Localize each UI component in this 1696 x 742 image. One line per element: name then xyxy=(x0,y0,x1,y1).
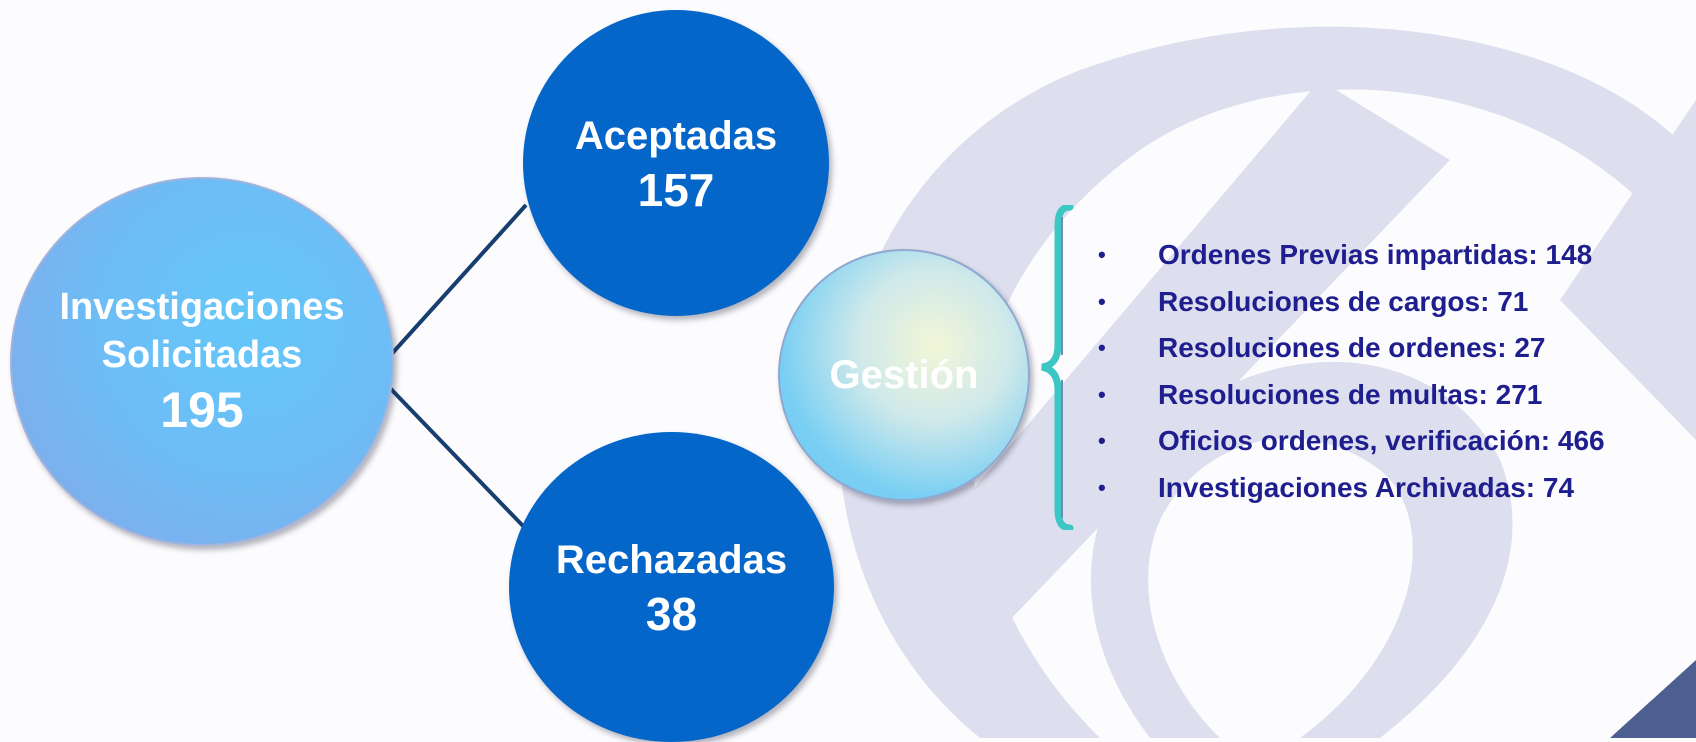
connector-line-rejected xyxy=(386,384,526,529)
node-label-line2: Solicitadas xyxy=(101,333,303,376)
bullet: • xyxy=(1098,288,1106,314)
bullet: • xyxy=(1098,242,1106,267)
list-item-text: Resoluciones de ordenes: 27 xyxy=(1158,332,1546,363)
node-rechazadas: Rechazadas 38 xyxy=(509,432,834,742)
list-item: • Resoluciones de ordenes: 27 xyxy=(1098,325,1605,372)
node-value: 38 xyxy=(645,588,698,640)
bullet: • xyxy=(1098,474,1106,500)
node-aceptadas: Aceptadas 157 xyxy=(523,10,829,316)
list-item: • Resoluciones de cargos: 71 xyxy=(1098,279,1605,326)
curly-brace xyxy=(1041,205,1074,530)
connector-line-accepted xyxy=(386,203,528,360)
node-label-line1: Investigaciones xyxy=(59,285,345,328)
list-item-text: Ordenes Previas impartidas: 148 xyxy=(1158,239,1593,270)
bullet: • xyxy=(1098,335,1106,360)
list-item: • Investigaciones Archivadas: 74 xyxy=(1098,465,1605,512)
node-investigaciones-solicitadas: Investigaciones Solicitadas 195 xyxy=(10,177,394,546)
list-item-text: Resoluciones de multas: 271 xyxy=(1158,378,1543,410)
list-item-text: Investigaciones Archivadas: 74 xyxy=(1158,471,1575,503)
list-item: • Resoluciones de multas: 271 xyxy=(1098,372,1605,419)
results-list: • Ordenes Previas impartidas: 148 • Resolu… xyxy=(1098,232,1605,511)
list-item: • Ordenes Previas impartidas: 148 xyxy=(1098,232,1605,279)
bullet: • xyxy=(1098,381,1106,407)
node-gestion: Gestión xyxy=(778,249,1030,501)
node-value: 157 xyxy=(637,164,715,216)
list-item-text: Resoluciones de cargos: 71 xyxy=(1158,285,1529,317)
node-value: 195 xyxy=(160,381,244,438)
list-item: • Oficios ordenes, verificación: 466 xyxy=(1098,418,1605,465)
bullet: • xyxy=(1098,428,1106,453)
list-item-text: Oficios ordenes, verificación: 466 xyxy=(1158,425,1605,456)
node-label: Aceptadas xyxy=(574,114,778,158)
node-label: Gestión xyxy=(829,352,979,397)
node-label: Rechazadas xyxy=(555,538,788,582)
